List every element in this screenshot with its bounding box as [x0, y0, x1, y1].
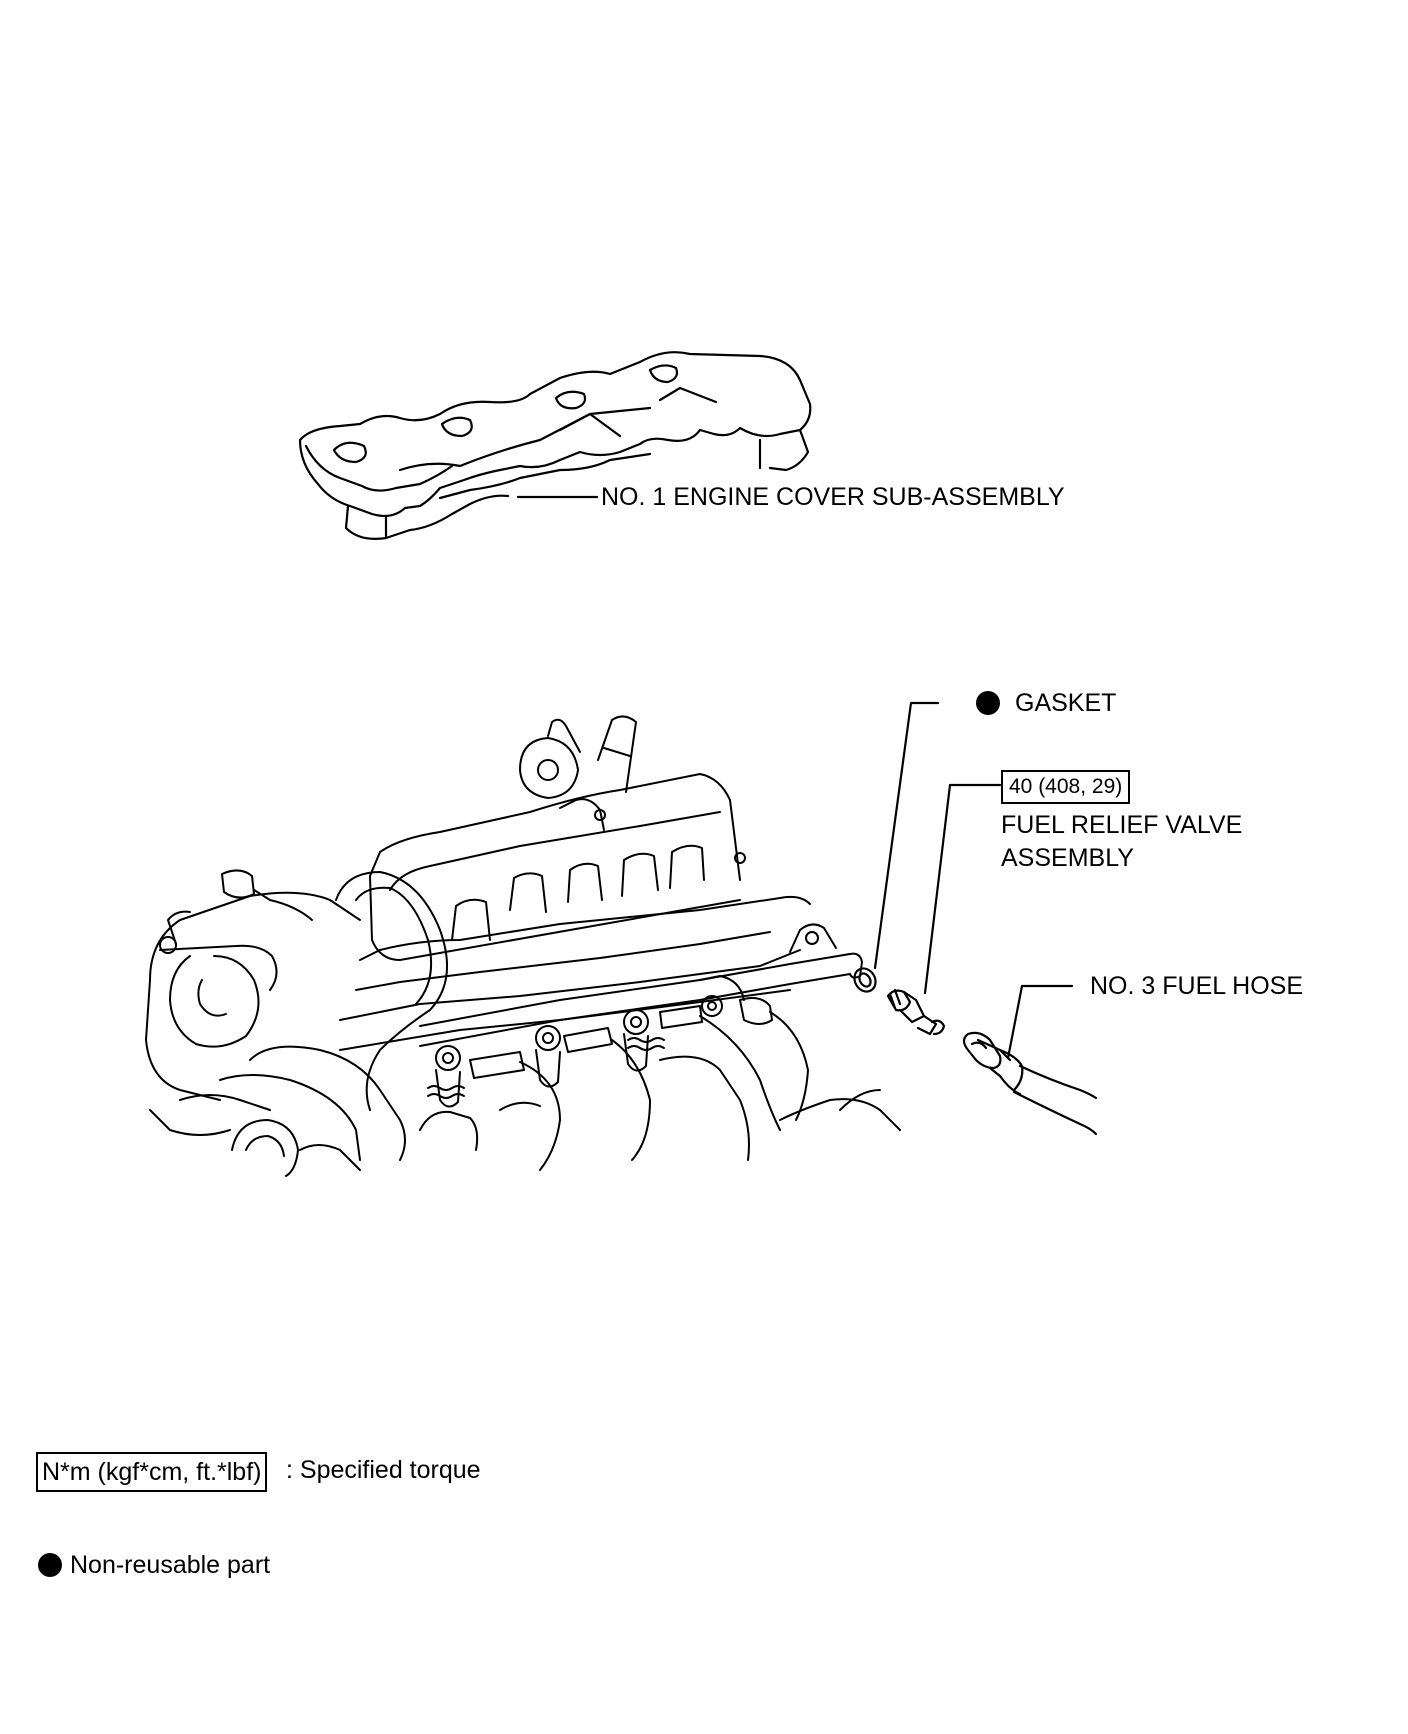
legend-non-reusable-label: Non-reusable part: [70, 1551, 271, 1579]
legend-torque-description: : Specified torque: [286, 1456, 481, 1484]
fuel-hose-label: NO. 3 FUEL HOSE: [1090, 972, 1304, 1000]
gasket-drawing: [853, 967, 877, 993]
fuel-relief-valve-label-line1: FUEL RELIEF VALVE: [1001, 811, 1243, 839]
gasket-leader: [873, 701, 940, 970]
torque-spec-box: 40 (408, 29): [1001, 770, 1131, 804]
engine-drawing: [145, 715, 901, 1177]
engine-cover-drawing: [298, 351, 812, 540]
gasket-label: GASKET: [1015, 689, 1117, 717]
fuel-hose-leader: [1006, 984, 1074, 1060]
fuel-hose-drawing: [962, 1031, 1098, 1136]
fuel-relief-valve-drawing: [886, 988, 946, 1036]
non-reusable-marker-gasket: [976, 691, 1000, 715]
engine-cover-label: NO. 1 ENGINE COVER SUB-ASSEMBLY: [601, 483, 1065, 511]
fuel-relief-valve-label-line2: ASSEMBLY: [1001, 844, 1134, 872]
legend-torque-units-box: N*m (kgf*cm, ft.*lbf): [36, 1452, 268, 1492]
non-reusable-marker-legend: [38, 1553, 62, 1577]
fuel-relief-valve-leader: [923, 783, 1002, 995]
